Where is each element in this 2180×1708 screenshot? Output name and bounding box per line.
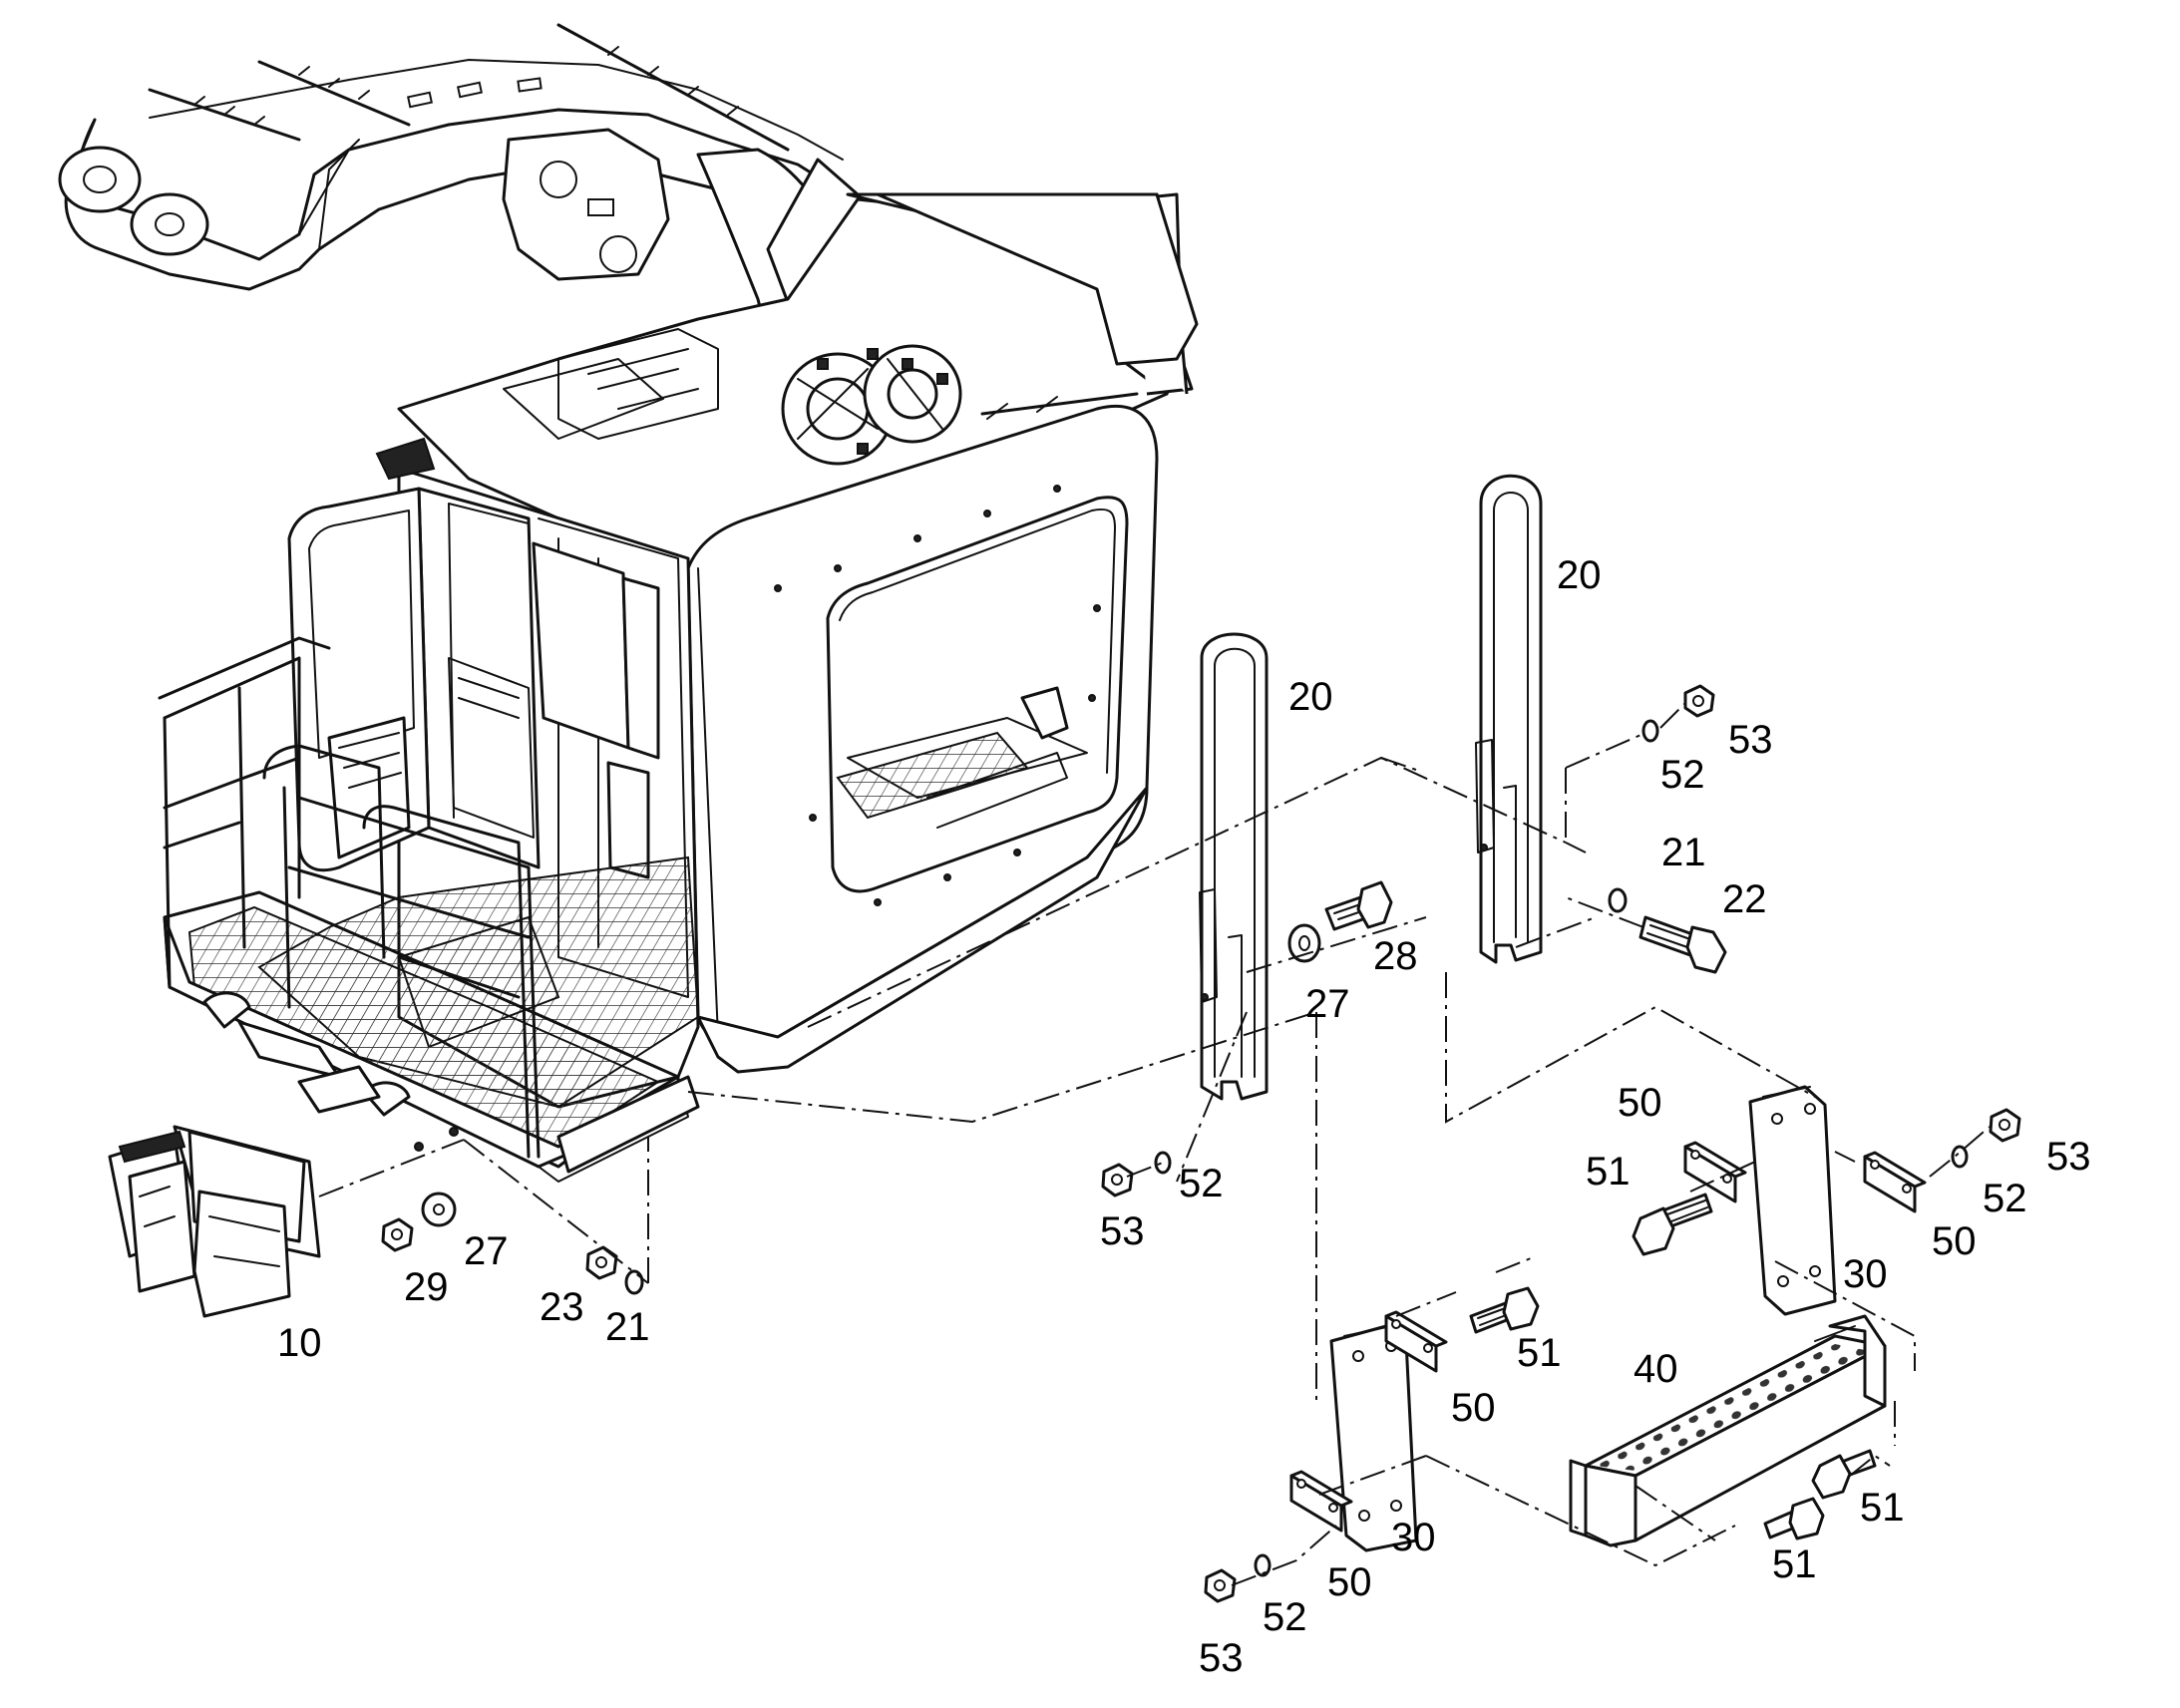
part-50-shim-4 [1863, 1151, 1927, 1213]
callout-27: 27 [464, 1229, 509, 1273]
callout-52: 52 [1660, 753, 1705, 797]
part-30-plate-upper [1748, 1085, 1837, 1316]
washer-27-a [1287, 923, 1321, 963]
bolt-51-a [1632, 1193, 1713, 1256]
callout-40: 40 [1634, 1347, 1678, 1391]
cab-handrail [158, 636, 541, 1159]
callout-51: 51 [1772, 1542, 1817, 1586]
callout-30: 30 [1843, 1252, 1888, 1296]
callout-29: 29 [404, 1265, 449, 1309]
washer-27-b [421, 1192, 457, 1227]
nut-29 [381, 1217, 414, 1252]
callout-53: 53 [1199, 1636, 1244, 1680]
callout-50: 50 [1932, 1219, 1977, 1263]
nut-53-d [1204, 1568, 1237, 1603]
bolt-51-b [1469, 1286, 1540, 1334]
callout-52: 52 [1263, 1595, 1307, 1639]
bolt-51-d [1763, 1497, 1825, 1540]
callout-51: 51 [1860, 1486, 1905, 1530]
callout-51: 51 [1586, 1150, 1631, 1194]
part-40-perforated-step [1569, 1314, 1887, 1547]
washer-21-b [624, 1269, 644, 1295]
washer-52-c [1951, 1145, 1969, 1169]
washer-21-a [1608, 887, 1628, 913]
callout-28: 28 [1373, 934, 1418, 978]
nut-53-c [1989, 1108, 2021, 1143]
callout-52: 52 [1983, 1177, 2027, 1220]
callout-50: 50 [1618, 1081, 1662, 1125]
bolt-28 [1324, 880, 1393, 931]
callout-53: 53 [2046, 1135, 2091, 1179]
callout-52: 52 [1179, 1162, 1224, 1205]
bolt-51-c [1811, 1449, 1877, 1500]
callout-23: 23 [540, 1285, 584, 1329]
callout-21: 21 [1661, 831, 1706, 874]
nut-53-b [1101, 1163, 1134, 1197]
callout-50: 50 [1327, 1560, 1372, 1604]
part-10-bracket [108, 1125, 321, 1318]
washer-52-b [1154, 1151, 1172, 1175]
callout-27: 27 [1305, 982, 1350, 1026]
cab-door [287, 487, 431, 872]
callout-20: 20 [1288, 675, 1333, 719]
cab-body [158, 192, 1199, 1183]
callout-20: 20 [1557, 553, 1602, 597]
washer-52-d [1254, 1553, 1272, 1577]
washer-52-a [1641, 719, 1659, 743]
callout-22: 22 [1722, 877, 1767, 921]
callout-10: 10 [277, 1321, 322, 1365]
callout-30: 30 [1391, 1516, 1436, 1559]
nut-53-a [1683, 684, 1715, 718]
assembly-lines [318, 702, 1991, 1586]
nut-23 [585, 1245, 618, 1280]
bolt-22 [1638, 915, 1727, 974]
rotator-unit [781, 344, 962, 466]
callout-21: 21 [605, 1305, 650, 1349]
callout-labels: 10 20 20 21 21 22 23 27 27 28 29 30 30 4… [277, 553, 2091, 1680]
part-20-handle-left [1199, 632, 1269, 1101]
callout-53: 53 [1728, 718, 1773, 762]
part-50-shim-2 [1289, 1470, 1353, 1533]
callout-50: 50 [1451, 1386, 1496, 1430]
part-50-shim-1 [1384, 1310, 1448, 1373]
part-30-plate-lower [1329, 1324, 1418, 1552]
callout-53: 53 [1100, 1209, 1145, 1253]
part-50-shim-3 [1683, 1141, 1747, 1203]
part-20-handle-right [1475, 474, 1543, 964]
callout-51: 51 [1517, 1331, 1562, 1375]
